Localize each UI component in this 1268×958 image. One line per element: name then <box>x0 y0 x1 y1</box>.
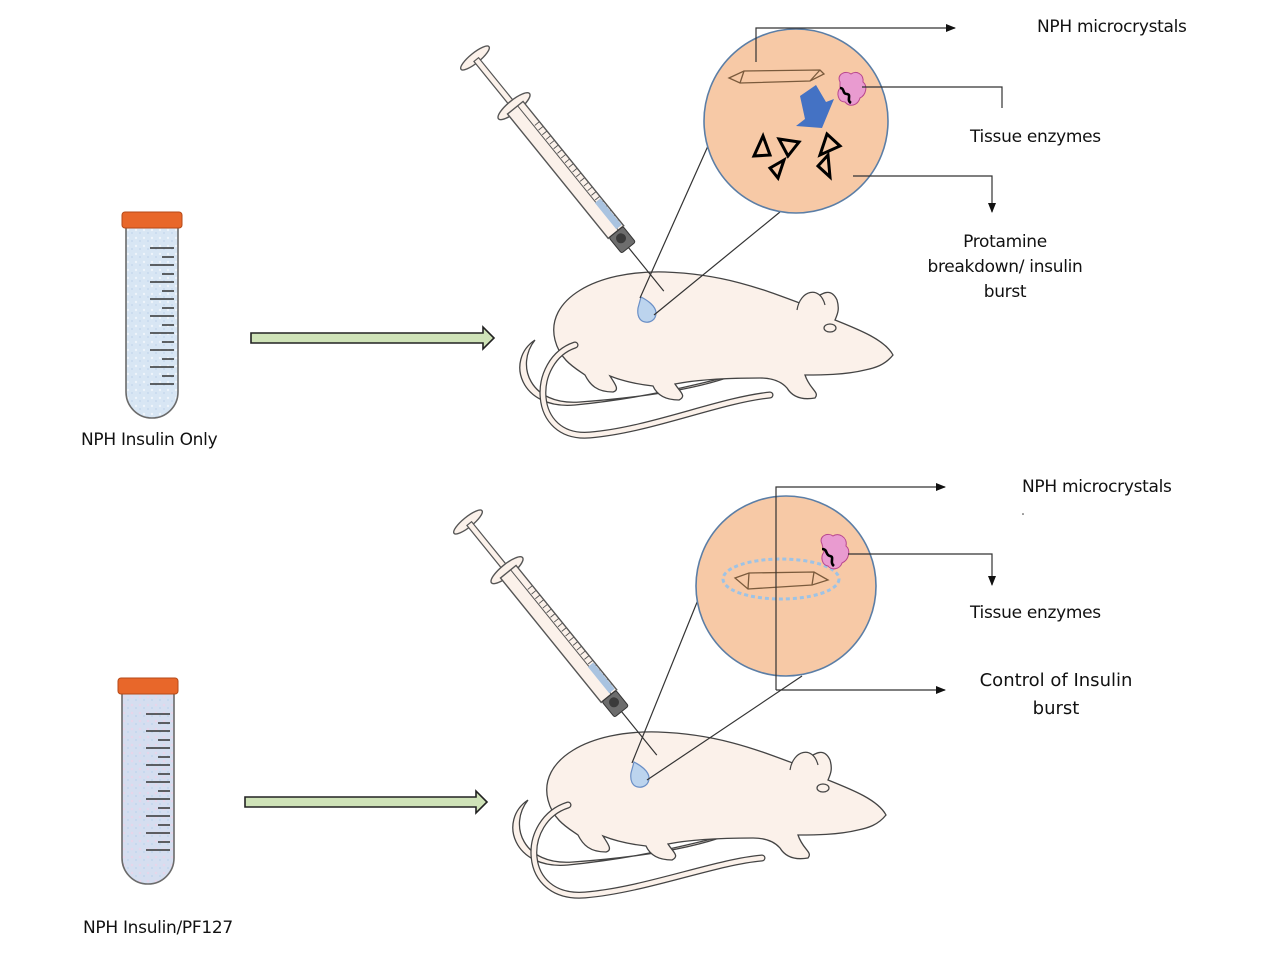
callout-outcome-top: Protamine breakdown/ insulin burst <box>927 232 1083 302</box>
syringe-icon <box>448 504 674 769</box>
panel-top <box>121 24 1003 439</box>
callout-crystals-bottom: NPH microcrystals <box>1022 477 1172 497</box>
enzyme-icon <box>820 533 850 570</box>
gel-halo <box>721 557 841 601</box>
flow-arrow-icon <box>244 789 489 815</box>
callout-enzymes-top: Tissue enzymes <box>970 127 1101 147</box>
enzyme-icon <box>837 71 867 106</box>
breakdown-arrow-icon <box>796 85 834 128</box>
centrifuge-tube-icon <box>117 677 179 885</box>
callout-enzymes-bottom: Tissue enzymes <box>970 603 1101 623</box>
zoom-circle <box>703 28 889 214</box>
injection-drop-icon <box>637 296 657 323</box>
callout-crystals-top: NPH microcrystals <box>1037 17 1187 37</box>
mouse-icon <box>512 731 887 866</box>
mouse-icon <box>519 271 894 406</box>
formulation-label-top: NPH Insulin Only <box>81 430 218 450</box>
centrifuge-tube-icon <box>121 211 183 419</box>
callout-outcome-bottom: Control of Insulin burst <box>979 670 1133 719</box>
microcrystal-icon <box>733 571 830 590</box>
injection-drop-icon <box>630 761 650 788</box>
flow-arrow-icon <box>250 325 496 351</box>
formulation-label-bottom: NPH Insulin/PF127 <box>83 918 233 938</box>
triangle-fragment-icon <box>751 131 843 182</box>
microcrystal-icon <box>727 69 826 84</box>
syringe-icon <box>455 40 681 305</box>
panel-bottom <box>117 483 1024 899</box>
